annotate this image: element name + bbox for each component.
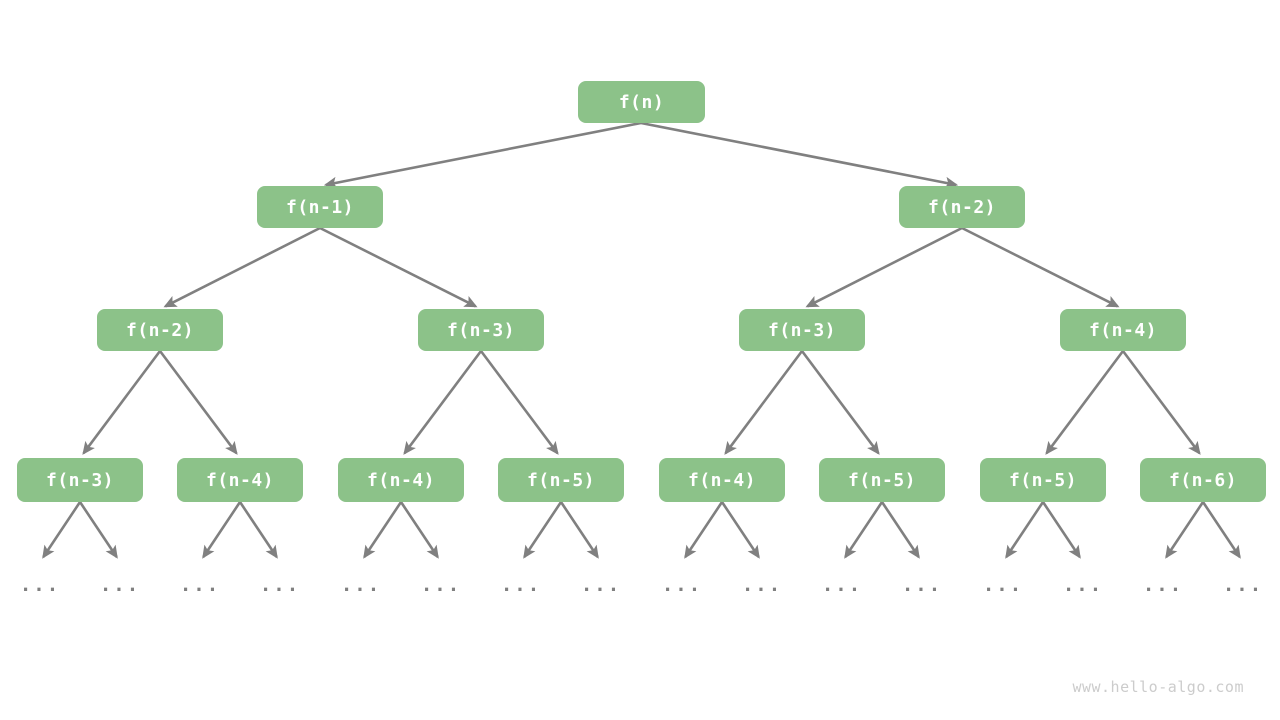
tree-edge: [720, 501, 760, 559]
tree-node[interactable]: f(n-4): [338, 458, 464, 502]
tree-edge: [640, 121, 959, 189]
tree-edge: [559, 501, 599, 559]
tree-edge: [523, 501, 563, 559]
ellipsis-marker: ...: [500, 574, 542, 596]
tree-edge: [238, 501, 278, 559]
ellipsis-marker: ...: [741, 574, 783, 596]
tree-edge: [684, 501, 724, 559]
tree-edge: [1005, 501, 1045, 559]
tree-edge: [42, 501, 82, 559]
tree-node[interactable]: f(n-1): [257, 186, 383, 228]
tree-node[interactable]: f(n-4): [1060, 309, 1186, 351]
tree-node[interactable]: f(n-2): [899, 186, 1025, 228]
tree-edge: [403, 350, 483, 455]
tree-node[interactable]: f(n-4): [659, 458, 785, 502]
ellipsis-marker: ...: [661, 574, 703, 596]
tree-node[interactable]: f(n-5): [980, 458, 1106, 502]
ellipsis-marker: ...: [19, 574, 61, 596]
tree-edges: [42, 121, 1241, 559]
tree-edge: [880, 501, 920, 559]
tree-node[interactable]: f(n-3): [418, 309, 544, 351]
tree-edge: [961, 226, 1120, 308]
tree-edge: [479, 350, 559, 455]
tree-node[interactable]: f(n-3): [17, 458, 143, 502]
ellipsis-marker: ...: [179, 574, 221, 596]
ellipsis-marker: ...: [340, 574, 382, 596]
ellipsis-marker: ...: [982, 574, 1024, 596]
ellipsis-marker: ...: [99, 574, 141, 596]
tree-edge: [1201, 501, 1241, 559]
tree-node[interactable]: f(n-5): [819, 458, 945, 502]
tree-edge: [1165, 501, 1205, 559]
ellipsis-marker: ...: [1062, 574, 1104, 596]
tree-edge: [399, 501, 439, 559]
ellipsis-marker: ...: [259, 574, 301, 596]
tree-edge: [78, 501, 118, 559]
tree-edge: [323, 121, 642, 189]
tree-node[interactable]: f(n-2): [97, 309, 223, 351]
tree-edge: [805, 226, 963, 308]
tree-node[interactable]: f(n-6): [1140, 458, 1266, 502]
tree-edge: [800, 350, 880, 455]
tree-node[interactable]: f(n): [578, 81, 705, 123]
tree-node[interactable]: f(n-5): [498, 458, 624, 502]
tree-node[interactable]: f(n-3): [739, 309, 865, 351]
tree-edge: [1045, 350, 1125, 455]
ellipsis-marker: ...: [1142, 574, 1184, 596]
tree-edge: [158, 350, 238, 455]
tree-edge: [1121, 350, 1201, 455]
tree-node[interactable]: f(n-4): [177, 458, 303, 502]
ellipsis-marker: ...: [901, 574, 943, 596]
watermark-label: www.hello-algo.com: [1072, 678, 1244, 696]
tree-edge: [1041, 501, 1081, 559]
tree-edge: [724, 350, 804, 455]
ellipsis-marker: ...: [821, 574, 863, 596]
tree-edge: [82, 350, 162, 455]
tree-edge: [844, 501, 884, 559]
tree-edge: [163, 226, 321, 308]
tree-edge: [319, 226, 478, 308]
ellipsis-marker: ...: [1222, 574, 1264, 596]
tree-edge: [363, 501, 403, 559]
tree-edge: [202, 501, 242, 559]
ellipsis-marker: ...: [580, 574, 622, 596]
ellipsis-marker: ...: [420, 574, 462, 596]
